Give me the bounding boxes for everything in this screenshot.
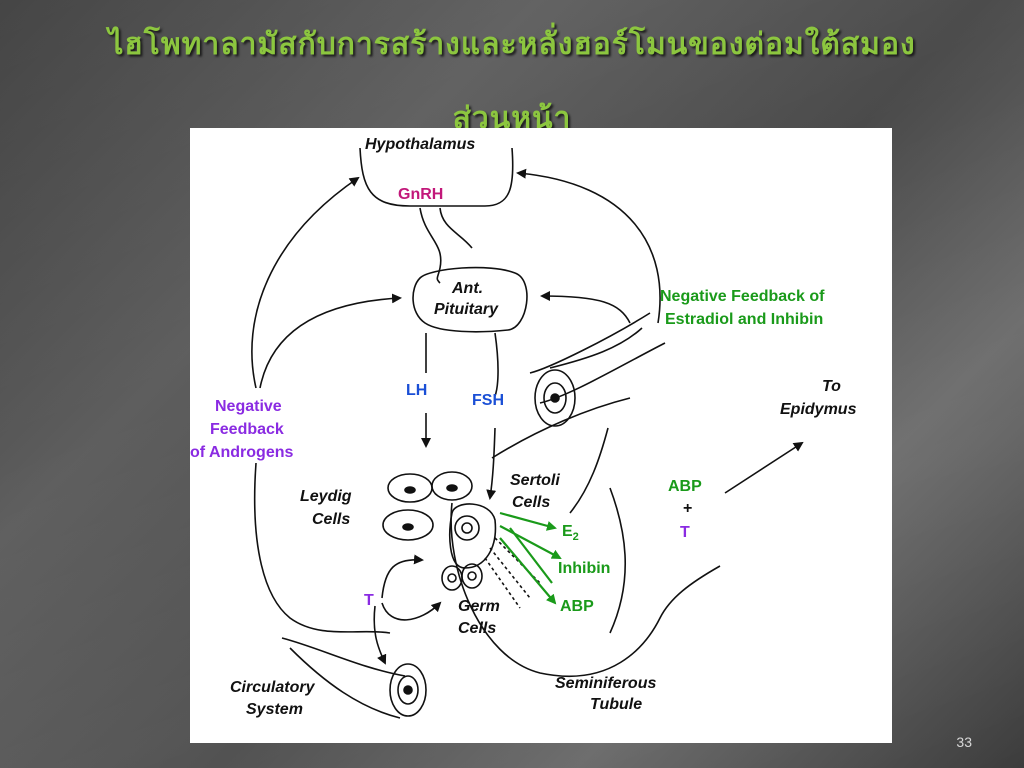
abp-label: ABP: [560, 598, 594, 615]
lh-label: LH: [406, 382, 428, 399]
germ-cell: [461, 563, 483, 589]
testosterone-product-label: T: [680, 524, 690, 541]
leydig-cell: [431, 471, 473, 501]
gnrh-label: GnRH: [398, 186, 444, 203]
ant-pituitary-outline: [412, 266, 528, 333]
androgen-feedback-loop-outer: [251, 176, 360, 389]
to-epidymus-label-2: Epidymus: [780, 401, 857, 418]
e2-label: E2: [562, 523, 579, 543]
circulatory-label-1: Circulatory: [230, 679, 315, 696]
germ-cells-label-2: Cells: [458, 620, 497, 637]
ant-pituitary-label-1: Ant.: [452, 280, 484, 297]
germ-cell: [441, 565, 463, 591]
androgen-feedback-label-3: of Androgens: [190, 444, 294, 461]
germ-cells-label-1: Germ: [458, 598, 500, 615]
e2-subscript: 2: [572, 531, 579, 544]
to-epidymus-label-1: To: [822, 378, 841, 395]
testosterone-arrow: [381, 554, 424, 599]
sertoli-label-2: Cells: [512, 494, 551, 511]
leydig-label-1: Leydig: [300, 488, 352, 505]
plus-sign: +: [683, 500, 693, 517]
diagram-panel: Hypothalamus GnRH Ant. Pituitary LH FSH …: [190, 128, 892, 743]
estradiol-feedback-loop-outer: [516, 168, 661, 324]
circulatory-vessel: [281, 637, 406, 677]
pituitary-stalk: [419, 207, 442, 284]
inhibin-arrow: [499, 525, 562, 559]
diagram-drawing: [251, 147, 804, 719]
seminiferous-label-2: Tubule: [590, 696, 643, 713]
androgen-feedback-label-2: Feedback: [210, 421, 284, 438]
inhibin-label: Inhibin: [558, 560, 611, 577]
estradiol-feedback-loop-inner: [540, 291, 631, 324]
sertoli-label-1: Sertoli: [510, 472, 560, 489]
testosterone-label: T: [364, 592, 374, 609]
hypothalamus-outline: [359, 147, 514, 207]
seminiferous-tubule-outline: [450, 502, 721, 678]
slide-title: ไฮโพทาลามัสกับการสร้างและหลั่งฮอร์โมนของ…: [40, 8, 984, 156]
androgen-feedback-label-1: Negative: [215, 398, 282, 415]
abp-product-label: ABP: [668, 478, 702, 495]
hypothalamus-label: Hypothalamus: [365, 136, 476, 153]
e2-arrow: [499, 511, 557, 531]
page-number: 33: [956, 734, 972, 750]
ant-pituitary-label-2: Pituitary: [434, 301, 499, 318]
fsh-label: FSH: [472, 392, 504, 409]
slide-title-line1: ไฮโพทาลามัสกับการสร้างและหลั่งฮอร์โมนของ…: [108, 27, 916, 62]
estradiol-feedback-label-2: Estradiol and Inhibin: [665, 311, 824, 328]
e2-text: E: [562, 523, 573, 540]
to-epidymus-arrow: [724, 441, 804, 494]
upper-vessel-end: [534, 369, 576, 427]
circulatory-label-2: System: [246, 701, 303, 718]
estradiol-feedback-label-1: Negative Feedback of: [660, 288, 825, 305]
abp-arrow: [499, 537, 557, 605]
sertoli-cell: [449, 503, 497, 569]
leydig-cell: [382, 509, 434, 541]
leydig-label-2: Cells: [312, 511, 351, 528]
fsh-arrow-line: [494, 332, 499, 397]
seminiferous-label-1: Seminiferous: [555, 675, 657, 692]
androgen-feedback-loop-inner: [259, 293, 402, 389]
